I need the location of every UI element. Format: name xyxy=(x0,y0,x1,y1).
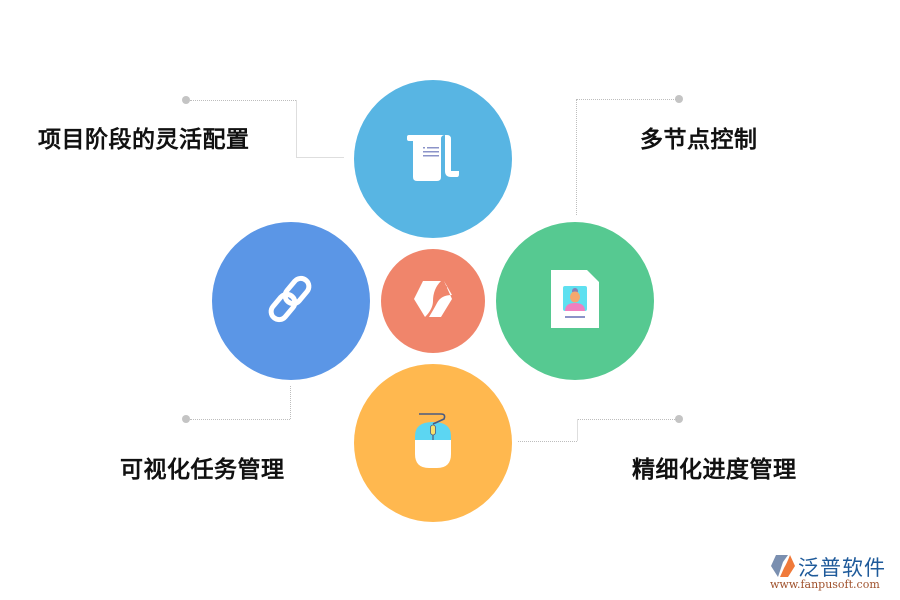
connector-line xyxy=(296,100,297,157)
connector-line xyxy=(577,419,677,420)
connector-line xyxy=(190,419,290,420)
node-right-circle xyxy=(496,222,654,380)
connector-dot-bottom-right xyxy=(675,415,683,423)
connector-line xyxy=(576,99,577,215)
node-top-circle xyxy=(354,80,512,238)
label-top-right: 多节点控制 xyxy=(640,127,758,153)
label-bottom-left: 可视化任务管理 xyxy=(120,457,285,483)
node-bottom-circle xyxy=(354,364,512,522)
hub-circle xyxy=(381,249,485,353)
label-bottom-right: 精细化进度管理 xyxy=(632,457,797,483)
watermark-url: www.fanpusoft.com xyxy=(770,578,880,591)
chain-link-icon xyxy=(261,269,321,333)
watermark-name: 泛普软件 xyxy=(798,556,886,580)
label-top-left: 项目阶段的灵活配置 xyxy=(38,127,250,153)
computer-mouse-icon xyxy=(413,412,453,474)
connector-line xyxy=(296,157,344,158)
node-left-circle xyxy=(212,222,370,380)
connector-line xyxy=(576,99,676,100)
brand-leaf-hexagon-icon xyxy=(411,277,455,325)
connector-dot-bottom-left xyxy=(182,415,190,423)
connector-line xyxy=(290,386,291,419)
connector-line xyxy=(518,441,577,442)
id-card-profile-icon xyxy=(549,268,601,334)
connector-line xyxy=(190,100,296,101)
connector-dot-top-left xyxy=(182,96,190,104)
fanpu-logo-icon xyxy=(770,554,796,582)
connector-line xyxy=(577,419,578,441)
scroll-document-icon xyxy=(405,133,461,185)
connector-dot-top-right xyxy=(675,95,683,103)
